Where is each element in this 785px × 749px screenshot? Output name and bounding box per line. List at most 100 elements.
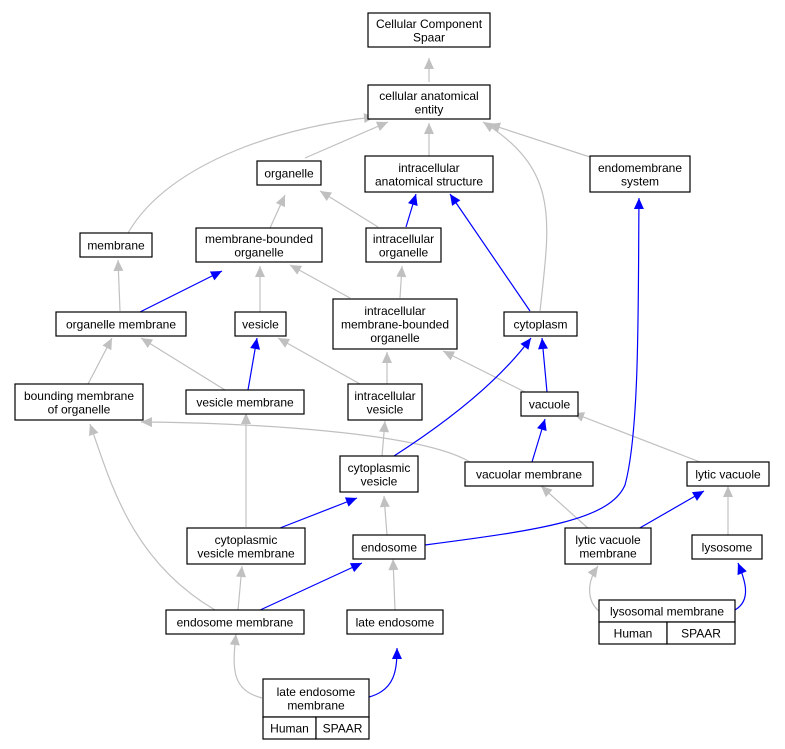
node-label: of organelle	[48, 402, 111, 416]
node-box	[79, 232, 153, 258]
arrowhead-icon	[102, 338, 112, 351]
arrowhead-icon	[250, 338, 261, 350]
node-label: vesicle	[361, 474, 398, 488]
node-box	[165, 609, 305, 635]
edge-lytic-vacuole-to-vacuole	[572, 412, 701, 463]
arrowhead-icon	[241, 413, 251, 424]
node-label: membrane-bounded	[205, 232, 313, 246]
edge-blue-late-endosome-membrane-to-late-endosome	[368, 647, 398, 698]
node-organelle[interactable]: organelle	[256, 160, 322, 186]
node-box	[339, 455, 419, 493]
node-label: late endosome	[277, 685, 356, 699]
edge-cytoplasm-to-entity	[482, 121, 548, 312]
node-label: endomembrane	[598, 161, 682, 175]
node-lysosome[interactable]: lysosome	[691, 534, 763, 560]
node-box	[195, 227, 323, 263]
node-membrane[interactable]: membrane	[79, 232, 153, 258]
node-label: late endosome	[356, 616, 435, 630]
node-box	[364, 155, 494, 193]
node-box	[347, 383, 423, 421]
node-organelle-membrane[interactable]: organelle membrane	[55, 311, 187, 337]
node-box	[185, 389, 305, 415]
arrowhead-icon	[541, 486, 553, 498]
arrowhead-icon	[382, 352, 392, 363]
edge-vesicle-membrane-to-organelle-membrane	[140, 337, 226, 391]
node-endosome[interactable]: endosome	[352, 534, 426, 560]
node-label: lytic vacuole	[575, 533, 641, 547]
node-label: cellular anatomical	[379, 89, 478, 103]
arrowhead-icon	[633, 198, 644, 210]
edge-blue-endosome-to-endomembrane	[424, 197, 640, 546]
edge-intracellular-organelle-to-organelle	[319, 190, 379, 228]
node-vesicle[interactable]: vesicle	[234, 311, 287, 337]
node-box	[352, 534, 426, 560]
edge-endomembrane-to-entity	[488, 123, 591, 158]
node-late-endosome[interactable]: late endosome	[346, 609, 444, 635]
arrowhead-icon	[275, 195, 285, 208]
arrowhead-icon	[408, 194, 418, 206]
node-box	[564, 527, 652, 565]
node-label: intracellular	[354, 389, 415, 403]
node-vacuole[interactable]: vacuole	[520, 391, 579, 417]
tag-human: Human	[614, 627, 653, 641]
node-box	[520, 391, 579, 417]
node-label: lytic vacuole	[695, 468, 761, 482]
node-cytoplasm[interactable]: cytoplasm	[503, 311, 578, 337]
arrowhead-icon	[349, 563, 362, 573]
arrowhead-icon	[424, 123, 434, 134]
node-label: lysosomal membrane	[610, 605, 724, 619]
arrowhead-icon	[290, 265, 303, 275]
node-lytic-vacuole[interactable]: lytic vacuole	[686, 461, 770, 487]
node-endosome-membrane[interactable]: endosome membrane	[165, 609, 305, 635]
tag-human: Human	[270, 722, 309, 736]
node-label: organelle membrane	[66, 318, 176, 332]
tag-cell	[666, 621, 736, 645]
node-box	[503, 311, 578, 337]
arrowhead-icon	[443, 351, 456, 361]
node-label: organelle	[234, 245, 284, 259]
edge-vacuolar-membrane-to-bounding-membrane	[140, 421, 471, 463]
node-vesicle-membrane[interactable]: vesicle membrane	[185, 389, 305, 415]
node-vacuolar-membrane[interactable]: vacuolar membrane	[464, 461, 594, 487]
node-label: endosome membrane	[177, 616, 294, 630]
node-box	[589, 155, 691, 193]
arrowhead-icon	[587, 566, 598, 578]
node-box	[55, 311, 187, 337]
edge-endosome-membrane-to-bounding-membrane	[89, 423, 216, 611]
node-label: membrane	[579, 546, 637, 560]
arrowhead-icon	[424, 58, 434, 69]
arrowhead-icon	[278, 338, 291, 348]
node-label: vesicle	[367, 402, 404, 416]
edge-blue-endosome-membrane-to-endosome	[257, 562, 363, 612]
node-label: entity	[415, 102, 444, 116]
node-label: membrane-bounded	[341, 318, 449, 332]
node-label: vesicle	[242, 318, 279, 332]
node-label: anatomical structure	[375, 174, 483, 188]
node-box	[691, 534, 763, 560]
node-box	[346, 609, 444, 635]
node-label: bounding membrane	[24, 389, 134, 403]
arrowhead-icon	[344, 497, 357, 507]
node-label: cytoplasm	[513, 318, 567, 332]
edge-blue-cytoplasmic-vesicle-membrane-to-cytoplasmic-vesicle	[279, 497, 358, 529]
edge-organelle-to-entity	[304, 121, 389, 159]
arrowhead-icon	[141, 338, 153, 349]
node-label: Spaar	[413, 30, 445, 44]
